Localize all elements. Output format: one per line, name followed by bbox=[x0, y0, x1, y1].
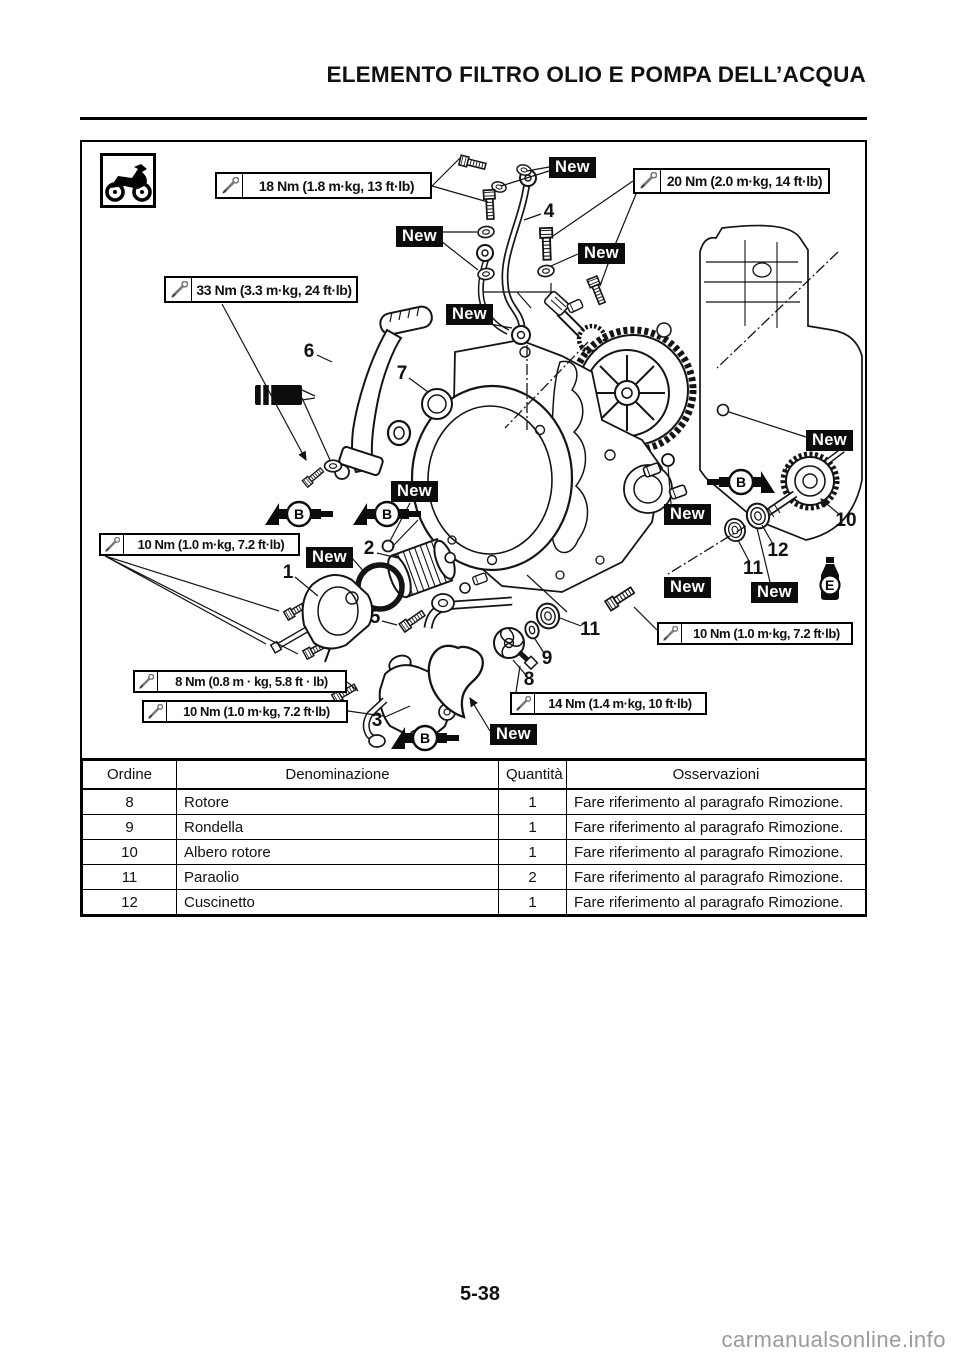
col-header-denominazione: Denominazione bbox=[176, 760, 499, 790]
part-callout-11b: 11 bbox=[742, 558, 764, 579]
cell-osservazioni: Fare riferimento al paragrafo Rimozione. bbox=[566, 889, 866, 915]
motorcycle-icon bbox=[100, 153, 156, 208]
new-label: New bbox=[806, 430, 853, 451]
torque-label-33nm: 33 Nm (3.3 m·kg, 24 ft·lb) bbox=[164, 276, 358, 303]
torque-wrench-icon bbox=[166, 278, 192, 301]
col-header-osservazioni: Osservazioni bbox=[566, 760, 866, 790]
torque-wrench-icon bbox=[217, 174, 243, 197]
cell-quantita: 1 bbox=[498, 839, 567, 865]
part-callout-10: 10 bbox=[835, 510, 857, 531]
cell-quantita: 1 bbox=[498, 788, 567, 815]
table-row: 9 Rondella 1 Fare riferimento al paragra… bbox=[82, 814, 866, 840]
cell-denominazione: Rotore bbox=[176, 788, 499, 815]
cell-osservazioni: Fare riferimento al paragrafo Rimozione. bbox=[566, 839, 866, 865]
torque-label-10nm-left: 10 Nm (1.0 m·kg, 7.2 ft·lb) bbox=[99, 533, 300, 556]
oil-filter bbox=[387, 537, 456, 599]
cell-quantita: 2 bbox=[498, 864, 567, 890]
torque-label-14nm: 14 Nm (1.4 m·kg, 10 ft·lb) bbox=[510, 692, 707, 715]
part-callout-6: 6 bbox=[303, 341, 315, 362]
oil-symbol-e: E bbox=[815, 557, 845, 601]
cell-osservazioni: Fare riferimento al paragrafo Rimozione. bbox=[566, 864, 866, 890]
header-divider bbox=[80, 117, 867, 120]
rotor-shaft bbox=[754, 447, 845, 524]
cell-quantita: 1 bbox=[498, 814, 567, 840]
new-label: New bbox=[446, 304, 493, 325]
washer-9 bbox=[524, 620, 540, 640]
table-row: 10 Albero rotore 1 Fare riferimento al p… bbox=[82, 839, 866, 865]
torque-wrench-icon bbox=[101, 535, 124, 554]
clutch-cover bbox=[386, 384, 574, 572]
part-callout-3: 3 bbox=[371, 710, 383, 731]
cell-osservazioni: Fare riferimento al paragrafo Rimozione. bbox=[566, 788, 866, 815]
torque-wrench-icon bbox=[512, 694, 535, 713]
torque-wrench-icon bbox=[144, 702, 167, 721]
cell-denominazione: Albero rotore bbox=[176, 839, 499, 865]
new-label: New bbox=[664, 504, 711, 525]
new-label: New bbox=[549, 157, 596, 178]
cell-ordine: 11 bbox=[82, 864, 177, 890]
torque-wrench-icon bbox=[659, 624, 682, 643]
cell-osservazioni: Fare riferimento al paragrafo Rimozione. bbox=[566, 814, 866, 840]
new-label: New bbox=[396, 226, 443, 247]
cell-ordine: 10 bbox=[82, 839, 177, 865]
new-label: New bbox=[490, 724, 537, 745]
watermark: carmanualsonline.info bbox=[721, 1327, 946, 1352]
col-header-ordine: Ordine bbox=[82, 760, 177, 790]
torque-label-18nm: 18 Nm (1.8 m·kg, 13 ft·lb) bbox=[215, 172, 432, 199]
torque-label-20nm: 20 Nm (2.0 m·kg, 14 ft·lb) bbox=[633, 168, 830, 194]
bearing-11r bbox=[721, 515, 749, 545]
part-callout-7: 7 bbox=[396, 363, 408, 384]
dowels bbox=[381, 298, 689, 594]
table-header-row: Ordine Denominazione Quantità Osservazio… bbox=[82, 760, 866, 790]
new-label: New bbox=[578, 243, 625, 264]
grease-symbol-b: B bbox=[389, 723, 463, 753]
cell-ordine: 9 bbox=[82, 814, 177, 840]
cell-ordine: 12 bbox=[82, 889, 177, 915]
part-callout-2: 2 bbox=[363, 538, 375, 559]
part-callout-4: 4 bbox=[543, 201, 555, 222]
cell-quantita: 1 bbox=[498, 889, 567, 915]
clutch-assembly bbox=[543, 290, 697, 454]
part-callout-9: 9 bbox=[541, 648, 553, 669]
torque-label-10nm-right: 10 Nm (1.0 m·kg, 7.2 ft·lb) bbox=[657, 622, 853, 645]
cell-denominazione: Cuscinetto bbox=[176, 889, 499, 915]
table-row: 8 Rotore 1 Fare riferimento al paragrafo… bbox=[82, 788, 866, 815]
torque-label-8nm: 8 Nm (0.8 m · kg, 5.8 ft · lb) bbox=[133, 670, 347, 693]
cell-ordine: 8 bbox=[82, 788, 177, 815]
exploded-diagram: 18 Nm (1.8 m·kg, 13 ft·lb) 20 Nm (2.0 m·… bbox=[82, 142, 865, 758]
cell-denominazione: Rondella bbox=[176, 814, 499, 840]
torque-wrench-icon bbox=[635, 170, 661, 192]
page-number: 5-38 bbox=[459, 1283, 501, 1305]
parts-table: Ordine Denominazione Quantità Osservazio… bbox=[82, 758, 866, 915]
construction-lines bbox=[504, 251, 839, 575]
new-label: New bbox=[306, 547, 353, 568]
part-callout-1: 1 bbox=[282, 562, 294, 583]
figure-box: 18 Nm (1.8 m·kg, 13 ft·lb) 20 Nm (2.0 m·… bbox=[80, 140, 867, 917]
torque-wrench-icon bbox=[135, 672, 158, 691]
kick-lever bbox=[323, 305, 433, 480]
table-row: 12 Cuscinetto 1 Fare riferimento al para… bbox=[82, 889, 866, 915]
exploded-view-drawing bbox=[104, 154, 863, 748]
page-title: ELEMENTO FILTRO OLIO E POMPA DELL’ACQUA bbox=[326, 62, 866, 87]
kick-grip bbox=[255, 385, 316, 405]
outlet-pipe bbox=[423, 593, 513, 629]
torque-label-10nm-bottom: 10 Nm (1.0 m·kg, 7.2 ft·lb) bbox=[142, 700, 348, 723]
pump-seal bbox=[427, 644, 484, 719]
new-label: New bbox=[391, 481, 438, 502]
table-row: 11 Paraolio 2 Fare riferimento al paragr… bbox=[82, 864, 866, 890]
grease-symbol-b: B bbox=[703, 467, 777, 497]
part-callout-11: 11 bbox=[579, 619, 601, 640]
new-label: New bbox=[664, 577, 711, 598]
grease-symbol-b: B bbox=[263, 499, 337, 529]
col-header-quantita: Quantità bbox=[498, 760, 567, 790]
grease-symbol-b: B bbox=[351, 499, 425, 529]
oil-pump-cover bbox=[301, 574, 374, 663]
part-callout-12: 12 bbox=[767, 540, 789, 561]
new-label: New bbox=[751, 582, 798, 603]
part-callout-5: 5 bbox=[369, 607, 381, 628]
part-callout-8: 8 bbox=[523, 669, 535, 690]
impeller bbox=[493, 627, 539, 671]
cell-denominazione: Paraolio bbox=[176, 864, 499, 890]
